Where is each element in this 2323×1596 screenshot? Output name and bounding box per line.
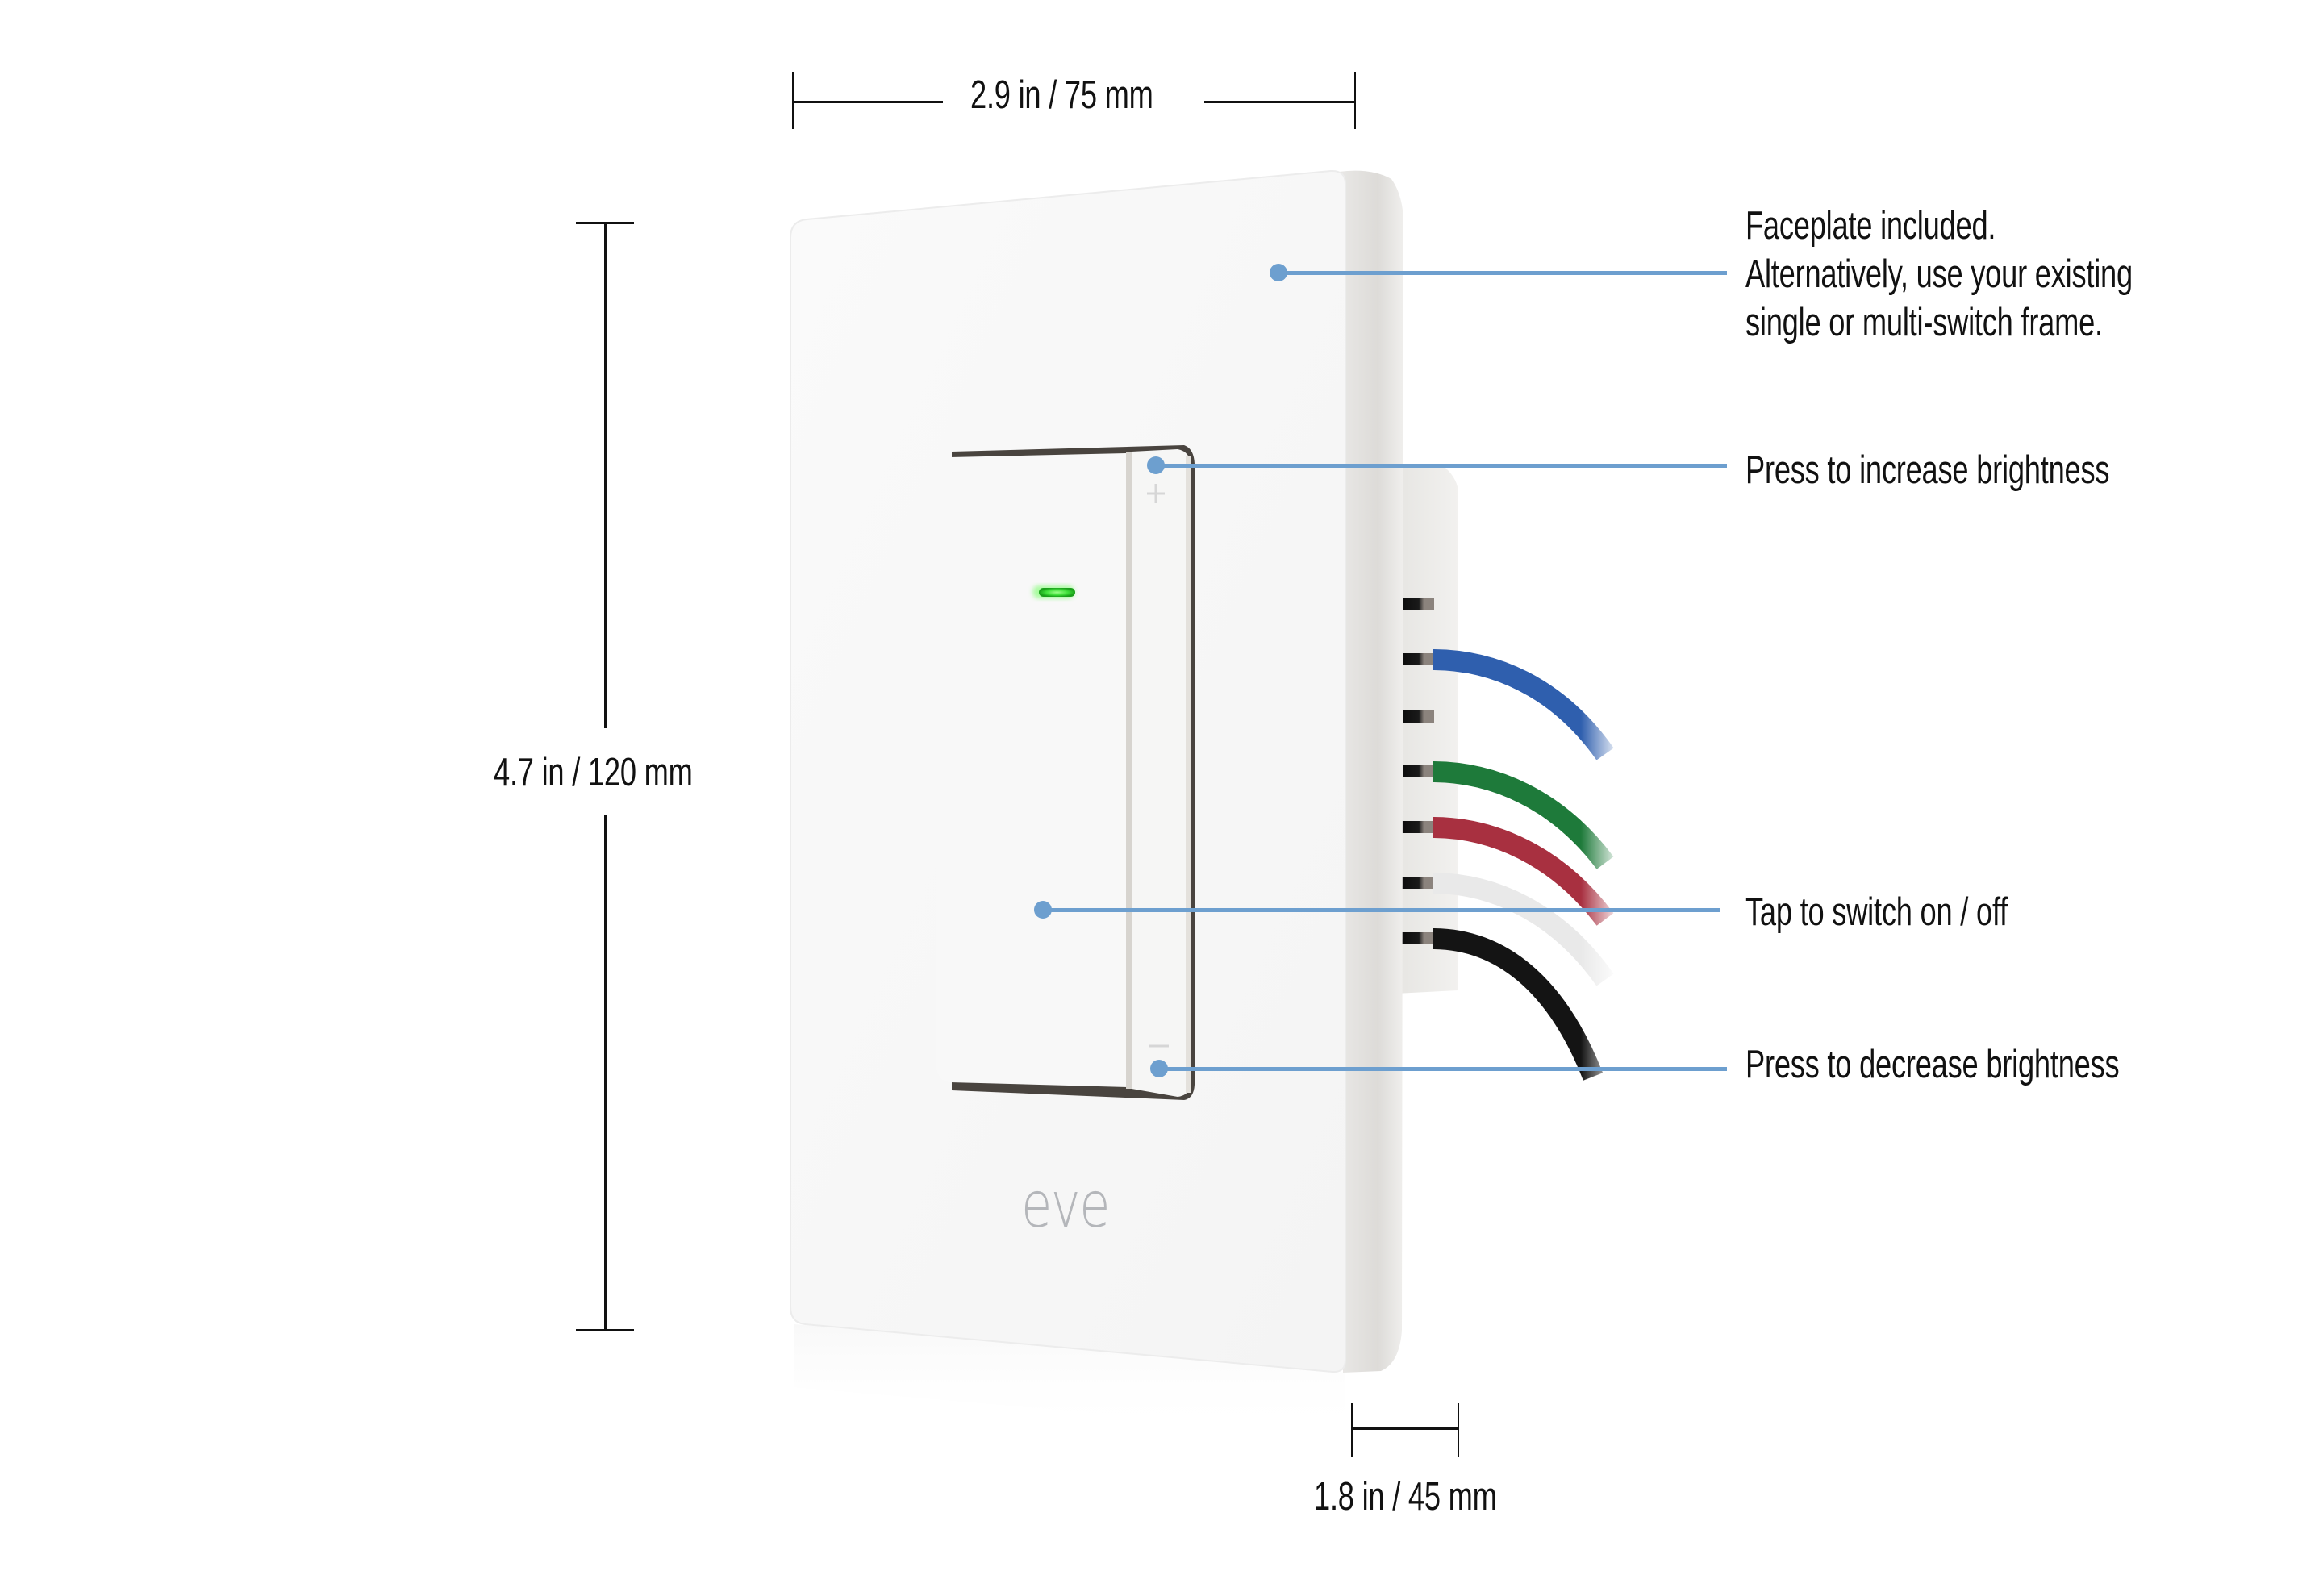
wire-green [1432, 761, 1614, 869]
callout-line [1159, 1067, 1727, 1071]
wire-red [1432, 817, 1614, 926]
callout-faceplate-line-2: Alternatively, use your existing [1745, 252, 2133, 296]
callout-tap-text: Tap to switch on / off [1745, 890, 2008, 934]
height-label: 4.7 in / 120 mm [494, 751, 693, 794]
depth-label: 1.8 in / 45 mm [1314, 1475, 1497, 1519]
callout-faceplate-line-1: Faceplate included. [1745, 204, 1996, 248]
tap-button[interactable] [936, 453, 1128, 1087]
callout-line [1156, 464, 1727, 468]
wire-blue [1432, 649, 1614, 760]
callout-line [1043, 908, 1720, 912]
dimmer-strip[interactable] [1132, 449, 1191, 1097]
wires [1432, 649, 1614, 1081]
callout-faceplate-line-3: single or multi-switch frame. [1745, 301, 2103, 344]
status-led [1039, 588, 1075, 597]
callout-decrease-text: Press to decrease brightness [1745, 1043, 2120, 1086]
faceplate-edge [1339, 170, 1403, 1373]
eve-logo: eve [1021, 1169, 1111, 1242]
width-label: 2.9 in / 75 mm [970, 73, 1153, 117]
callout-increase-text: Press to increase brightness [1745, 448, 2110, 492]
terminal-slots [1400, 598, 1434, 944]
plus-icon [1147, 484, 1165, 503]
wire-black [1432, 928, 1604, 1081]
callout-line [1278, 271, 1727, 275]
back-box [1395, 468, 1458, 994]
wire-white [1432, 873, 1614, 986]
